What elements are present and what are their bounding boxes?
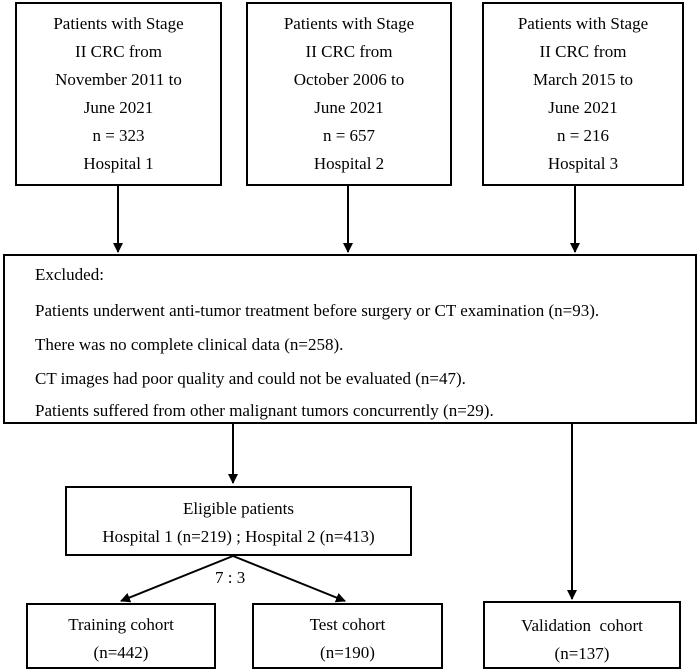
eligible-box: Eligible patients Hospital 1 (n=219) ; H… (65, 486, 412, 556)
hospital-2-box: Patients with Stage II CRC from October … (246, 2, 452, 186)
hospital-3-box: Patients with Stage II CRC from March 20… (482, 2, 684, 186)
hospital-3-line-5: n = 216 (556, 126, 610, 145)
hospital-2-line-2: II CRC from (305, 42, 393, 61)
hospital-2-line-1: Patients with Stage (283, 14, 415, 33)
hospital-3-line-2: II CRC from (539, 42, 627, 61)
validation-cohort-label: Validation cohort (521, 616, 643, 635)
hospital-2-line-5: n = 657 (322, 126, 376, 145)
hospital-1-line-6: Hospital 1 (83, 154, 154, 173)
validation-cohort-n: (n=137) (554, 644, 610, 663)
eligible-detail: Hospital 1 (n=219) ; Hospital 2 (n=413) (102, 527, 375, 546)
eligible-title: Eligible patients (183, 499, 294, 518)
split-ratio-label: 7 : 3 (215, 568, 246, 587)
training-cohort-box: Training cohort (n=442) (26, 603, 216, 669)
hospital-1-line-1: Patients with Stage (53, 14, 184, 33)
hospital-2-line-3: October 2006 to (293, 70, 405, 89)
hospital-1-box: Patients with Stage II CRC from November… (15, 2, 222, 186)
test-cohort-label: Test cohort (309, 615, 386, 634)
hospital-3-line-1: Patients with Stage (517, 14, 649, 33)
hospital-1-line-3: November 2011 to (55, 70, 182, 89)
excluded-item-2: There was no complete clinical data (n=2… (35, 335, 344, 354)
arrow-eligible-to-test (232, 555, 346, 603)
validation-cohort-box: Validation cohort (n=137) (483, 601, 681, 669)
hospital-3-line-3: March 2015 to (532, 70, 634, 89)
training-cohort-label: Training cohort (68, 615, 174, 634)
excluded-item-3: CT images had poor quality and could not… (35, 369, 466, 388)
hospital-1-line-4: June 2021 (83, 98, 154, 117)
excluded-item-1: Patients underwent anti-tumor treatment … (35, 301, 600, 320)
excluded-item-4: Patients suffered from other malignant t… (35, 401, 494, 420)
hospital-3-line-6: Hospital 3 (547, 154, 619, 173)
hospital-1-line-2: II CRC from (75, 42, 162, 61)
test-cohort-box: Test cohort (n=190) (252, 603, 443, 669)
excluded-box: Excluded: Patients underwent anti-tumor … (3, 254, 697, 424)
hospital-1-line-5: n = 323 (92, 126, 145, 145)
hospital-2-line-4: June 2021 (314, 98, 384, 117)
excluded-title: Excluded: (35, 265, 104, 284)
hospital-3-line-4: June 2021 (548, 98, 618, 117)
test-cohort-n: (n=190) (320, 643, 375, 662)
training-cohort-n: (n=442) (93, 643, 149, 662)
hospital-2-line-6: Hospital 2 (313, 154, 385, 173)
